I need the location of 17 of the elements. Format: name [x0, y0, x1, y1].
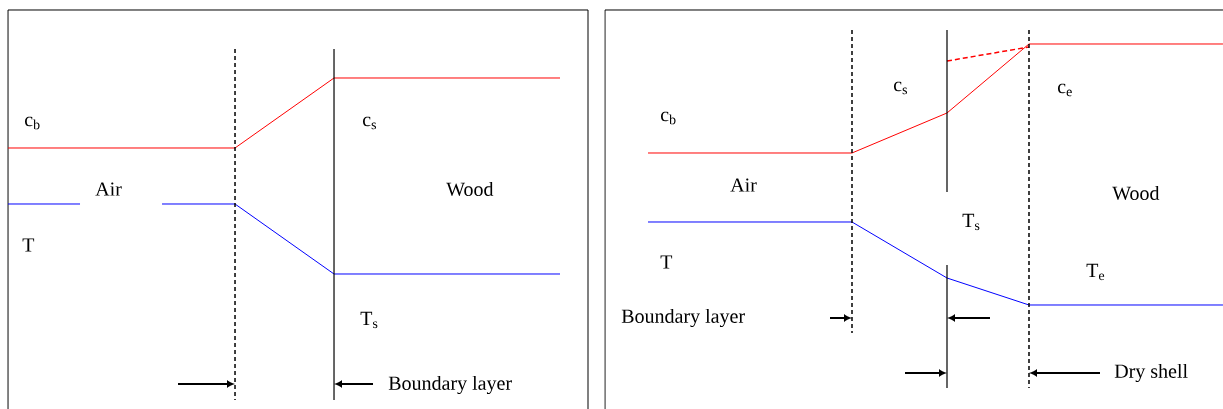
- text-label: Wood: [446, 181, 494, 197]
- text-label: T$_{e}$: [1086, 263, 1105, 281]
- text-label: Wood: [1112, 185, 1160, 201]
- text-label: Boundary layer: [388, 375, 512, 395]
- text-label: T$_{s}$: [360, 311, 378, 329]
- text-label: Air: [730, 178, 757, 192]
- text-label: T$_{s}$: [962, 213, 980, 231]
- text-label: c$_{s}$: [893, 81, 907, 95]
- text-label: c$_{s}$: [363, 116, 377, 130]
- text-label: Dry shell: [1114, 363, 1188, 383]
- text-label: Boundary layer: [621, 308, 745, 328]
- text-label: c$_{b}$: [25, 116, 40, 130]
- text-label: c$_{e}$: [1057, 83, 1072, 97]
- text-label: Air: [95, 182, 122, 196]
- text-label: T: [22, 238, 35, 252]
- text-label: c$_{b}$: [661, 111, 676, 125]
- text-label: T: [660, 255, 673, 269]
